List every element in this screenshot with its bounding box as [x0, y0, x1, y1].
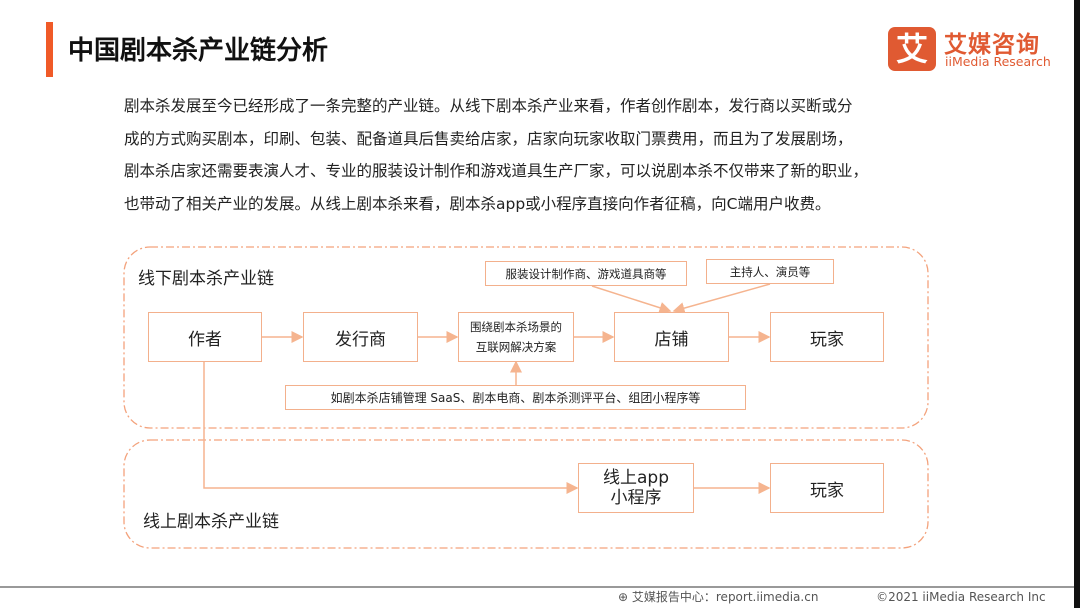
- solution-line: 围绕剧本杀场景的: [470, 320, 562, 334]
- online-chain-label: 线上剧本杀产业链: [143, 512, 279, 532]
- solution-line: 互联网解决方案: [475, 340, 557, 354]
- logo-mark: 艾: [888, 27, 936, 71]
- node-publisher: 发行商: [303, 312, 418, 362]
- page-title: 中国剧本杀产业链分析: [68, 36, 329, 66]
- app-line: 小程序: [610, 488, 662, 508]
- node-player: 玩家: [770, 312, 884, 362]
- globe-icon: ⊕: [618, 590, 629, 604]
- footer-copyright: ©2021 iiMedia Research Inc: [876, 590, 1046, 604]
- paragraph-line: 成的方式购买剧本，印刷、包装、配备道具后售卖给店家，店家向玩家收取门票费用，而且…: [124, 129, 853, 148]
- footer-divider: [0, 586, 1074, 588]
- online-group-border: [123, 439, 929, 549]
- right-edge-border: [1074, 0, 1080, 608]
- footer: ⊕ 艾媒报告中心：report.iimedia.cn ©2021 iiMedia…: [618, 588, 1046, 605]
- node-store: 店铺: [614, 312, 729, 362]
- offline-chain-label: 线下剧本杀产业链: [138, 269, 274, 289]
- arrow-author-app: [203, 361, 579, 494]
- paragraph-line: 剧本杀店家还需要表演人才、专业的服装设计制作和游戏道具生产厂家，可以说剧本杀不仅…: [124, 162, 869, 181]
- node-author: 作者: [148, 312, 262, 362]
- node-online-app: 线上app 小程序: [578, 463, 694, 513]
- arrow-talent-store: [672, 283, 771, 314]
- node-online-player: 玩家: [770, 463, 884, 513]
- iimedia-logo: 艾 艾媒咨询 iiMedia Research: [888, 27, 1063, 71]
- paragraph-line: 剧本杀发展至今已经形成了一条完整的产业链。从线下剧本杀产业来看，作者创作剧本，发…: [124, 97, 853, 115]
- node-examples: 如剧本杀店铺管理 SaaS、剧本电商、剧本杀测评平台、组团小程序等: [285, 385, 746, 410]
- node-talent: 主持人、演员等: [706, 259, 834, 284]
- footer-source: 艾媒报告中心：report.iimedia.cn: [631, 590, 819, 604]
- intro-paragraph: 剧本杀发展至今已经形成了一条完整的产业链。从线下剧本杀产业来看，作者创作剧本，发…: [124, 90, 954, 221]
- offline-group-border: [123, 246, 929, 429]
- arrow-supplier-store: [591, 285, 672, 314]
- node-internet-solution: 围绕剧本杀场景的 互联网解决方案: [458, 312, 574, 362]
- logo-cn: 艾媒咨询: [944, 32, 1040, 58]
- title-accent-bar: [46, 22, 53, 77]
- node-supplier: 服装设计制作商、游戏道具商等: [485, 261, 687, 286]
- app-line: 线上app: [603, 468, 669, 488]
- logo-en: iiMedia Research: [945, 54, 1051, 69]
- paragraph-line: 也带动了相关产业的发展。从线上剧本杀来看，剧本杀app或小程序直接向作者征稿，向…: [124, 195, 831, 214]
